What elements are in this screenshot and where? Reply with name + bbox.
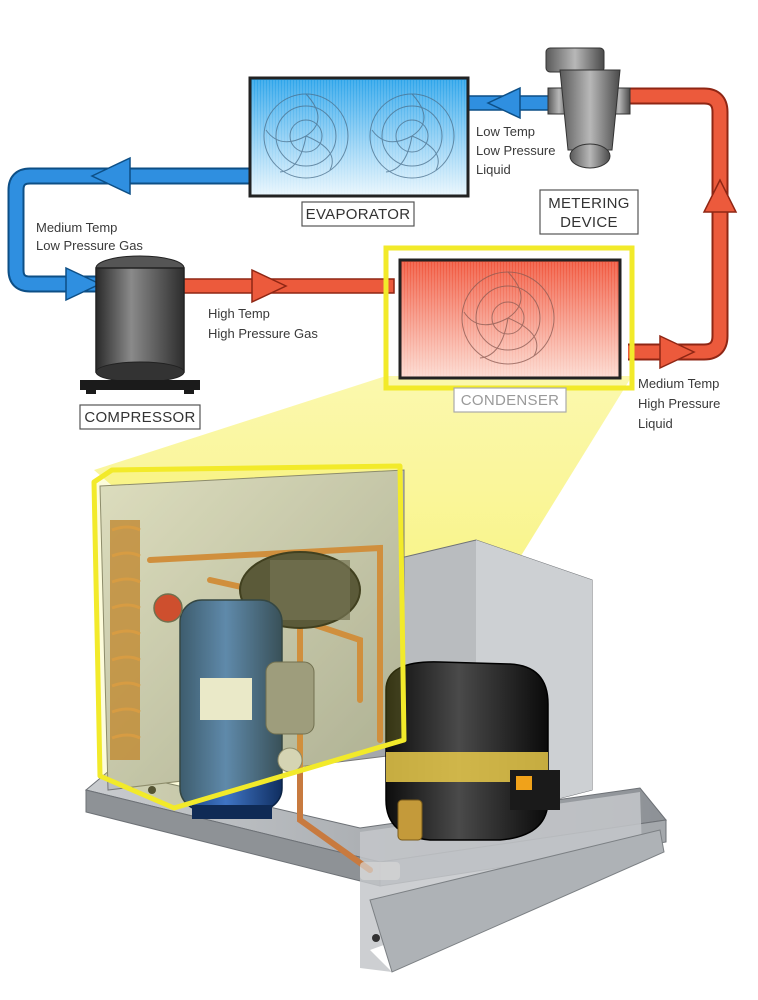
filter-drier [265,661,315,735]
state-label: Medium Temp [36,220,117,235]
evaporator-label: EVAPORATOR [306,206,411,223]
evaporator-label-box [301,201,415,227]
state-label: Low Pressure [476,143,555,158]
arrow-left-icon [486,86,521,120]
condenser-callout-frame [91,463,407,811]
compressor-label: COMPRESSOR [84,409,195,426]
refrigerant-lines [7,87,729,361]
metering-device: METERING DEVICE [539,47,639,235]
arrow-up-icon [702,178,738,213]
state-label: Low Temp [476,124,535,139]
state-label: Low Pressure Gas [36,238,143,253]
condenser-label: CONDENSER [461,392,560,409]
state-label: High Pressure Gas [208,326,318,341]
fan-icon [461,271,555,365]
condensing-unit-illustration [84,469,667,973]
state-label: Liquid [638,416,673,431]
state-labels: Medium Temp Low Pressure Gas High Temp H… [36,124,720,431]
compressor-body [95,267,185,373]
evaporator-unit: EVAPORATOR [248,76,470,227]
compressor-label-box [79,404,201,430]
condenser-label-box [453,387,567,413]
condenser-unit: CONDENSER [383,245,635,413]
compressor-unit: COMPRESSOR [79,255,201,430]
liquid-line-high [628,87,729,361]
state-label: Medium Temp [638,376,719,391]
metering-label-line1: METERING [548,195,630,212]
fan-icon [263,93,349,179]
arrow-left-icon [90,156,131,196]
metering-label-line2: DEVICE [560,214,618,231]
arrow-right-icon [251,268,288,304]
fan-icon [369,93,455,179]
state-label: High Temp [208,306,270,321]
arrow-right-icon [659,334,696,370]
state-label: High Pressure [638,396,720,411]
metering-label-box [539,189,639,235]
flow-arrows [65,86,738,370]
arrow-right-icon [65,266,102,302]
state-label: Liquid [476,162,511,177]
discharge-line [181,278,395,294]
